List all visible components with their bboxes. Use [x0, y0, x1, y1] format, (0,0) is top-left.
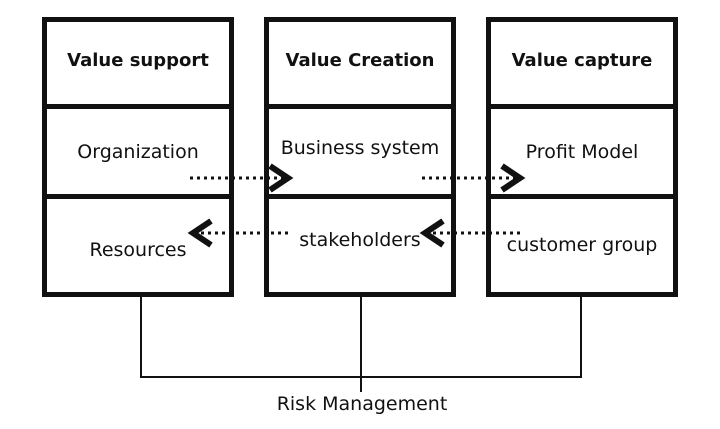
column-value-support: Value support Organization Resources — [42, 17, 234, 297]
middle-label: Profit Model — [525, 141, 639, 163]
middle-label: Organization — [77, 141, 199, 163]
bottom-cell: Resources — [42, 199, 234, 297]
bottom-label: Resources — [89, 239, 187, 261]
middle-label: Business system — [280, 137, 440, 159]
bottom-label: stakeholders — [299, 229, 421, 251]
bottom-label: customer group — [506, 234, 658, 256]
bottom-cell: customer group — [486, 199, 678, 297]
middle-cell: Profit Model — [486, 109, 678, 199]
column-value-creation: Value Creation Business system stakehold… — [264, 17, 456, 297]
column-header: Value capture — [511, 50, 653, 71]
header-cell: Value capture — [486, 17, 678, 109]
middle-cell: Organization — [42, 109, 234, 199]
column-header: Value Creation — [285, 50, 435, 71]
bottom-cell: stakeholders — [264, 199, 456, 297]
column-header: Value support — [67, 50, 209, 71]
header-cell: Value support — [42, 17, 234, 109]
middle-cell: Business system — [264, 109, 456, 199]
header-cell: Value Creation — [264, 17, 456, 109]
risk-management-label: Risk Management — [276, 393, 448, 415]
column-value-capture: Value capture Profit Model customer grou… — [486, 17, 678, 297]
